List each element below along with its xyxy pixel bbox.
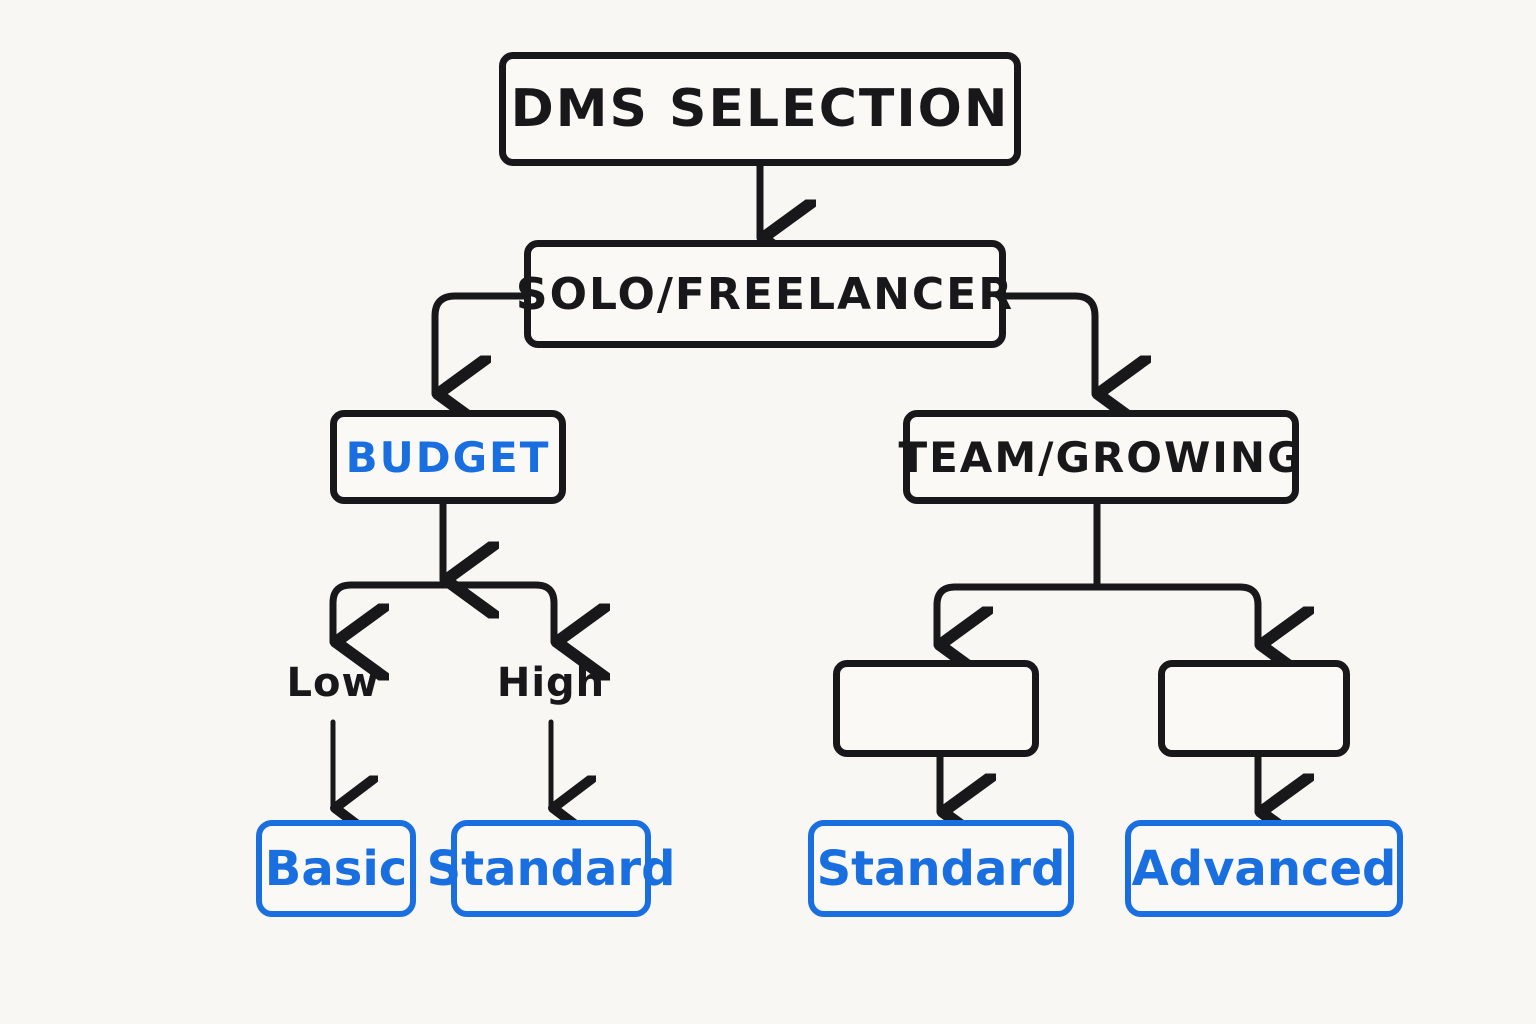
node-dms-selection-label: DMS SELECTION — [510, 79, 1010, 139]
node-advanced-label: Advanced — [1131, 840, 1397, 897]
edge-label-low: Low — [286, 660, 380, 706]
node-blank-right[interactable] — [1158, 660, 1350, 757]
edge-budget-to-high — [439, 581, 554, 642]
node-standard-left-label: Standard — [426, 840, 676, 897]
edge-solo-to-budget — [431, 292, 528, 394]
node-team-growing-label: TEAM/GROWING — [898, 432, 1304, 482]
node-advanced[interactable]: Advanced — [1125, 820, 1403, 917]
node-standard-left[interactable]: Standard — [427, 820, 675, 917]
node-basic[interactable]: Basic — [256, 820, 416, 917]
edge-label-high: High — [496, 660, 606, 706]
node-budget[interactable]: BUDGET — [330, 410, 566, 504]
edge-budget-to-low — [329, 581, 447, 642]
node-team-growing[interactable]: TEAM/GROWING — [898, 410, 1302, 504]
node-dms-selection[interactable]: DMS SELECTION — [499, 52, 1021, 166]
node-basic-label: Basic — [264, 840, 408, 897]
edge-team-to-blank-right — [1093, 583, 1258, 645]
node-budget-label: BUDGET — [345, 432, 551, 482]
node-standard-right-label: Standard — [816, 840, 1066, 897]
edge-solo-to-team — [1000, 292, 1095, 394]
edge-team-to-blank-left — [933, 583, 1101, 645]
node-standard-right[interactable]: Standard — [808, 820, 1074, 917]
node-solo-freelancer-label: SOLO/FREELANCER — [515, 268, 1015, 320]
node-solo-freelancer[interactable]: SOLO/FREELANCER — [516, 240, 1012, 348]
node-blank-left[interactable] — [833, 660, 1039, 757]
